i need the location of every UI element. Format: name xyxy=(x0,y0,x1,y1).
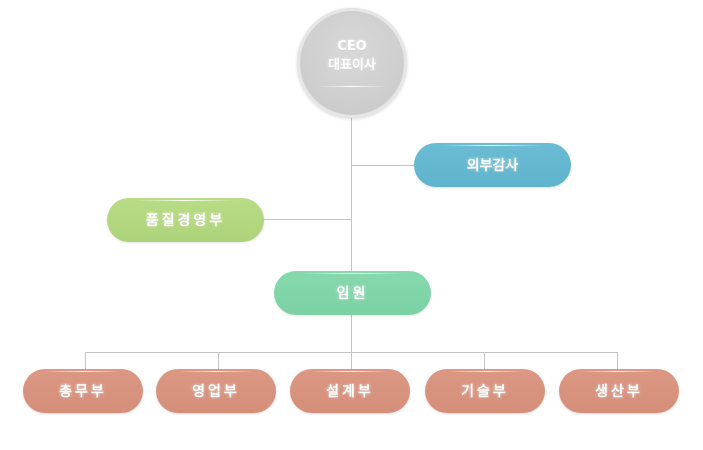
ceo-node[interactable]: CEO 대표이사 xyxy=(297,8,407,118)
ceo-title: CEO xyxy=(337,39,367,54)
department-node-design[interactable]: 설계부 xyxy=(290,369,410,413)
department-label: 생산부 xyxy=(595,384,643,400)
department-label: 영업부 xyxy=(192,384,240,400)
connector-dept-5 xyxy=(617,352,618,369)
executive-label: 임원 xyxy=(336,286,369,302)
connector-dept-4 xyxy=(484,352,485,369)
quality-management-node[interactable]: 품질경영부 xyxy=(107,198,264,242)
audit-label: 외부감사 xyxy=(466,158,519,174)
department-node-production[interactable]: 생산부 xyxy=(559,369,679,413)
department-node-engineering[interactable]: 기술부 xyxy=(425,369,545,413)
department-label: 설계부 xyxy=(326,384,374,400)
ceo-subtitle: 대표이사 xyxy=(328,58,376,73)
ceo-divider xyxy=(315,86,389,87)
audit-node[interactable]: 외부감사 xyxy=(414,143,571,187)
department-label: 총무부 xyxy=(59,384,107,400)
department-node-general-affairs[interactable]: 총무부 xyxy=(23,369,143,413)
connector-ceo-to-exec xyxy=(351,118,352,271)
quality-management-label: 품질경영부 xyxy=(145,213,226,229)
department-node-sales[interactable]: 영업부 xyxy=(156,369,276,413)
department-label: 기술부 xyxy=(461,384,509,400)
executive-node[interactable]: 임원 xyxy=(274,271,431,315)
connector-dept-1 xyxy=(85,352,86,369)
connector-exec-to-bus xyxy=(351,315,352,369)
connector-to-audit xyxy=(351,165,414,166)
connector-to-quality xyxy=(264,219,351,220)
connector-dept-2 xyxy=(218,352,219,369)
connector-dept-bus xyxy=(85,352,618,353)
